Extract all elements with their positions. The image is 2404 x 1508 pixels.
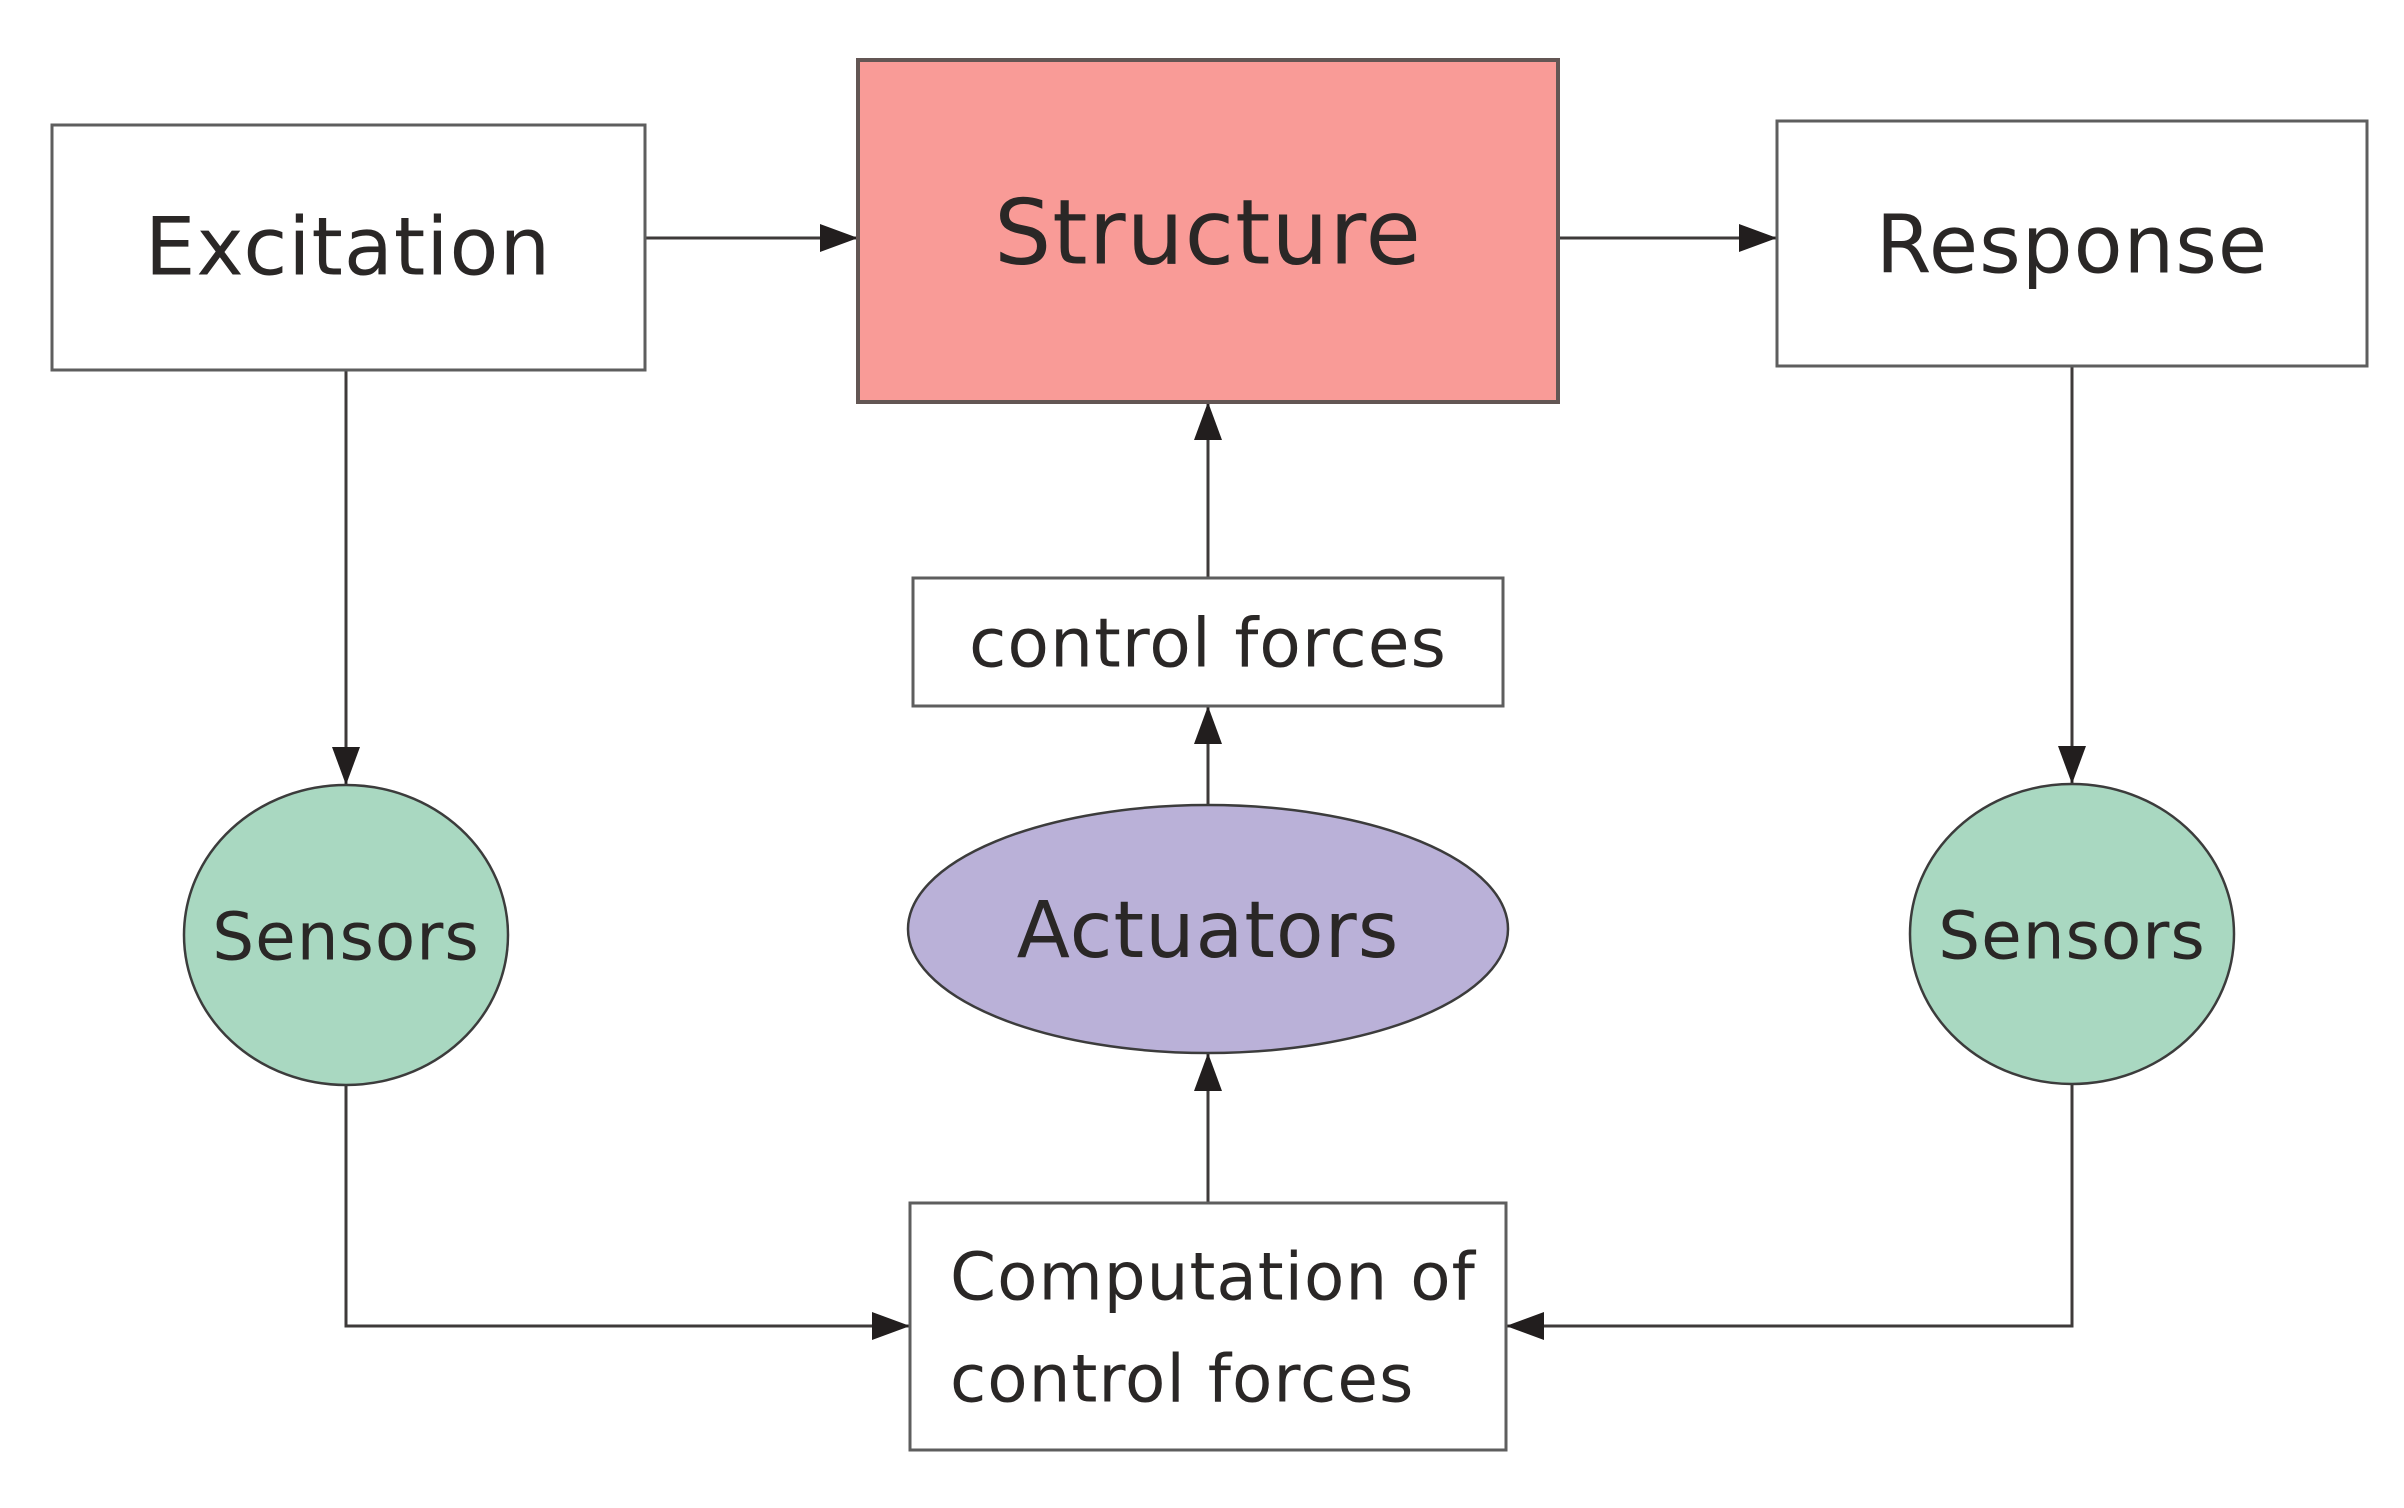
sensors-right-label: Sensors: [1938, 898, 2206, 975]
sensors-left-circle: [182, 783, 510, 1087]
response-label: Response: [1876, 199, 2268, 292]
computation-box: [908, 1201, 1508, 1452]
excitation-label: Excitation: [145, 201, 551, 294]
response-box: [1775, 119, 2369, 368]
control-forces-box: [911, 576, 1505, 708]
actuators-label: Actuators: [1017, 886, 1400, 976]
arrow-right-sensors-to-computation: [1506, 1084, 2074, 1340]
computation-label-line1: Computation of: [950, 1239, 1477, 1316]
excitation-box: [50, 123, 647, 372]
computation-label-line2: control forces: [950, 1341, 1414, 1418]
arrow-left-sensors-to-computation: [344, 1085, 910, 1340]
structure-label: Structure: [994, 181, 1422, 286]
control-forces-label: control forces: [969, 605, 1447, 684]
sensors-right-circle: [1908, 782, 2236, 1086]
structure-box: [856, 58, 1560, 404]
sensors-left-label: Sensors: [212, 899, 480, 976]
actuators-ellipse: [906, 803, 1510, 1055]
